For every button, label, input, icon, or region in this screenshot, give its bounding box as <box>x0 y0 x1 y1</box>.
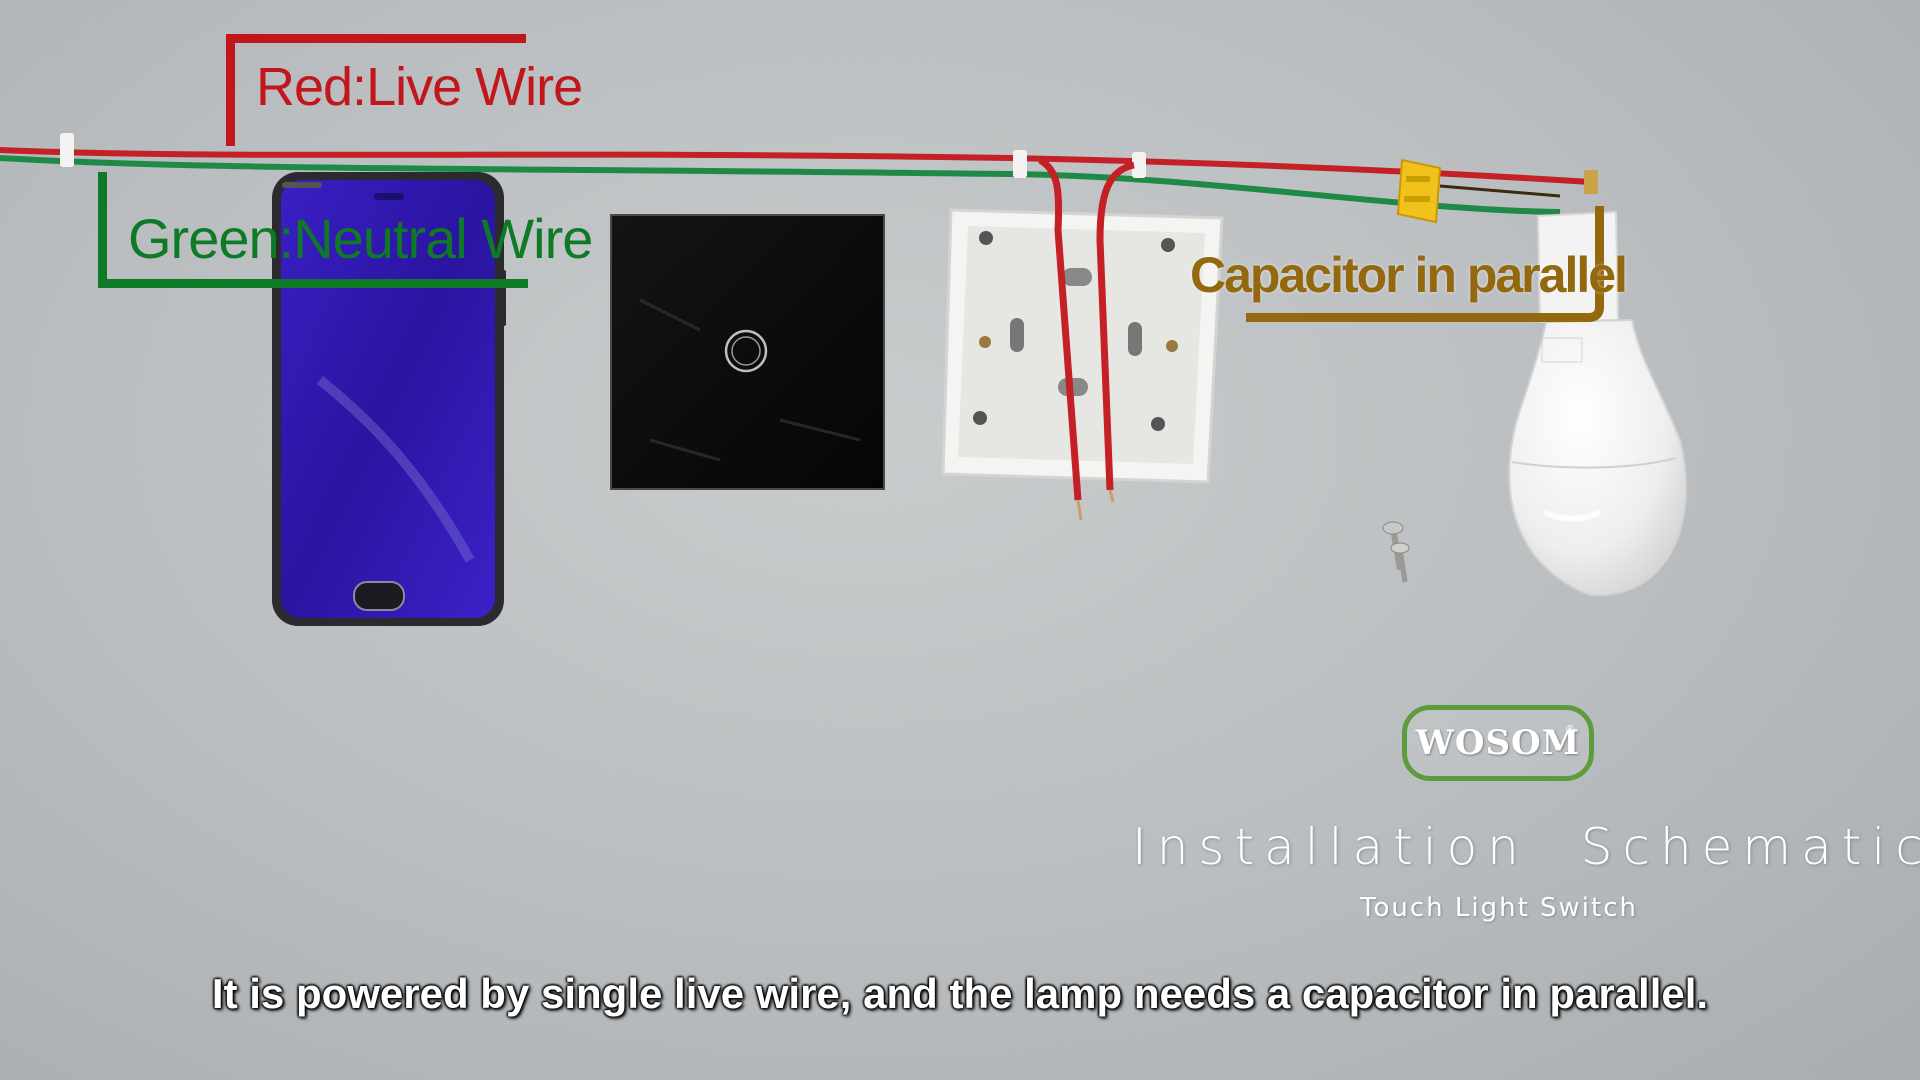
live-wire-label: Red:Live Wire <box>256 57 583 117</box>
neutral-wire <box>0 155 1561 215</box>
cable-tie <box>1013 150 1027 178</box>
wosom-logo: WOSOM ® <box>1402 705 1594 781</box>
live-wire-bracket <box>226 34 526 146</box>
touch-button-ring <box>724 329 768 373</box>
logo-text: WOSOM <box>1415 723 1581 763</box>
registered-mark: ® <box>1565 724 1575 735</box>
neutral-wire-label: Green:Neutral Wire <box>128 207 593 270</box>
capacitor-label: Capacitor in parallel <box>1190 247 1628 303</box>
cable-tie <box>60 133 74 167</box>
capacitor-bracket <box>1246 206 1604 322</box>
wall-back-box <box>941 156 1224 521</box>
page-subtitle: Touch Light Switch <box>1360 893 1638 923</box>
live-wire <box>0 147 1591 185</box>
touch-switch-panel <box>610 214 885 490</box>
screws <box>1382 521 1410 583</box>
neutral-wire-bracket <box>98 172 528 288</box>
lamp-terminal <box>1584 170 1598 194</box>
page-title: Installation Schematic <box>1132 818 1920 876</box>
capacitor <box>1396 158 1561 224</box>
video-caption: It is powered by single live wire, and t… <box>211 970 1709 1017</box>
cable-tie <box>1132 152 1146 178</box>
